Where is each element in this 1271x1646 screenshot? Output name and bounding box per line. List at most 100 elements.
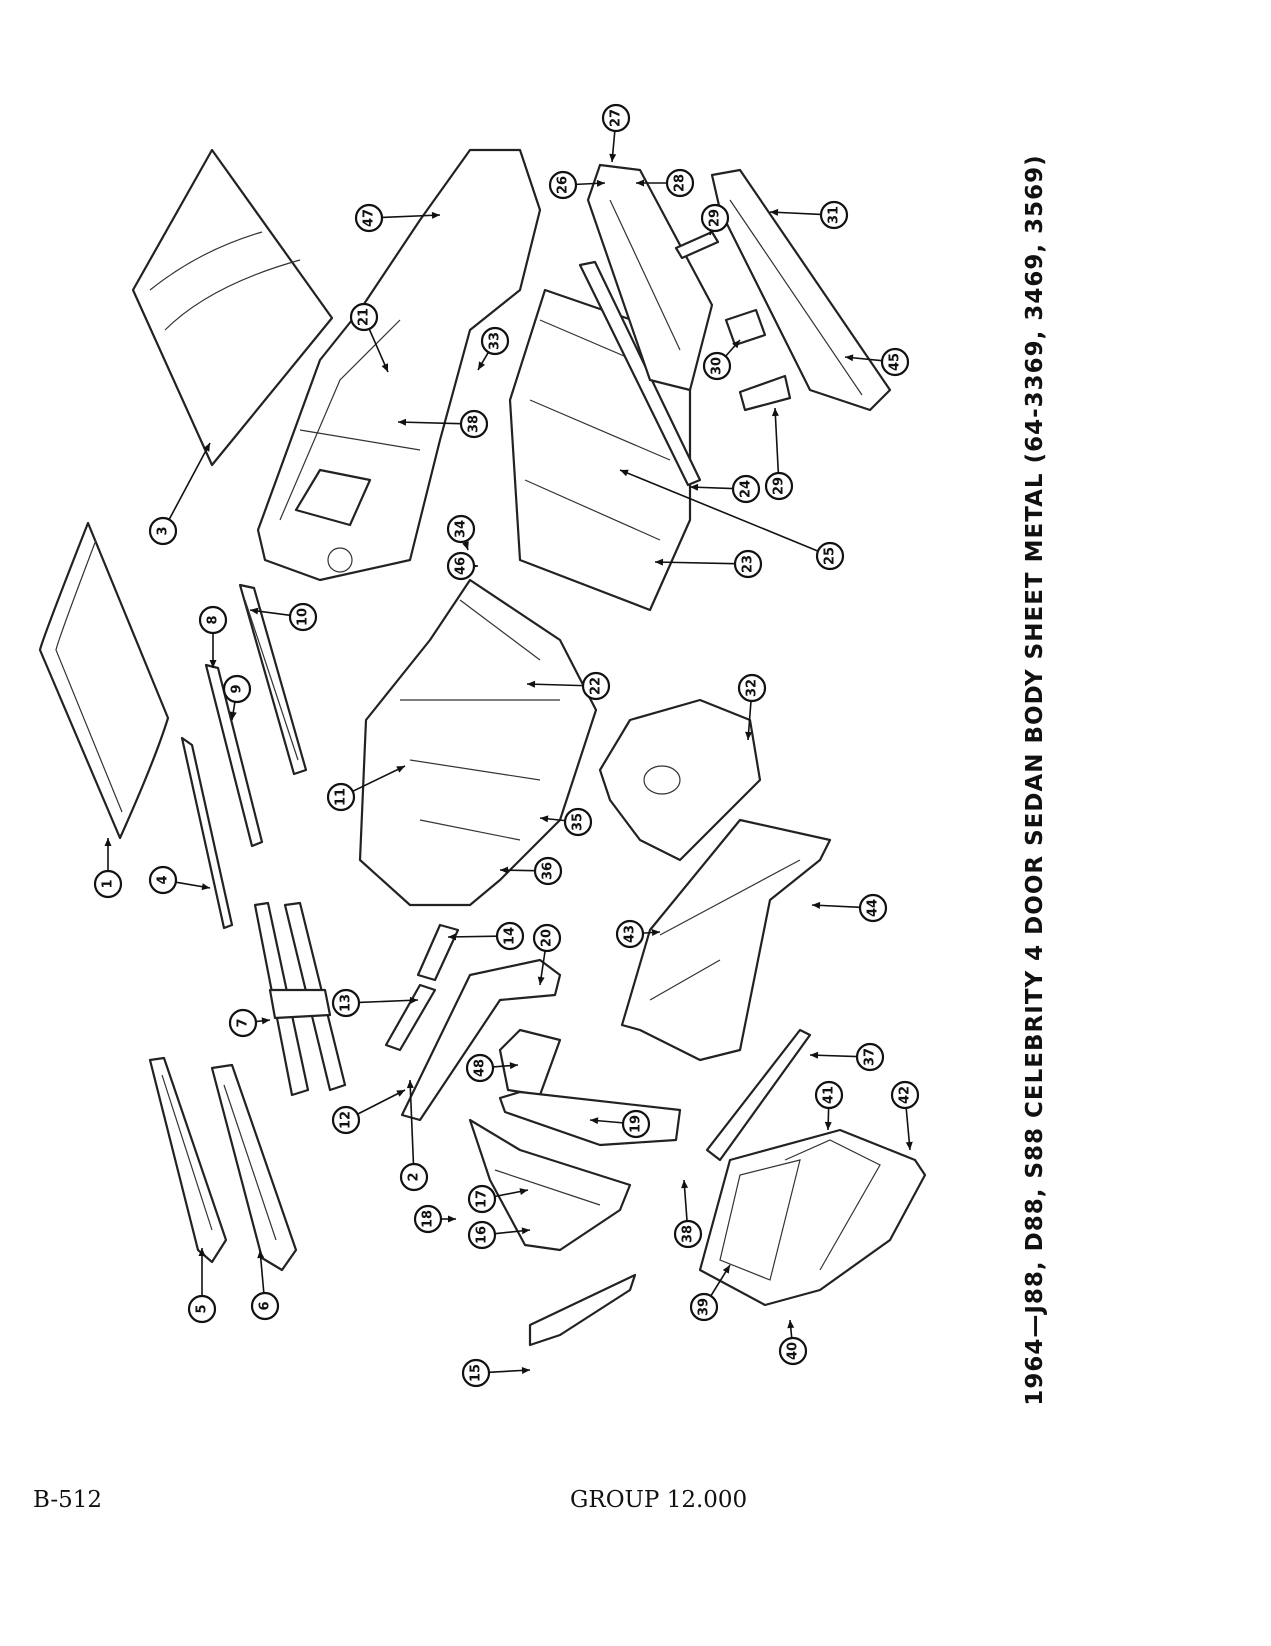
callout-number: 6 <box>258 1301 273 1310</box>
callout-circle <box>467 1220 497 1250</box>
callout-10: 10 <box>288 602 318 632</box>
callout-number: 17 <box>475 1190 490 1208</box>
callout-circle <box>93 869 123 899</box>
callout-24-arrowhead <box>690 483 699 491</box>
callout-31: 31 <box>819 200 849 230</box>
callout-23-arrowhead <box>655 558 664 566</box>
callout-number: 23 <box>741 555 756 573</box>
callout-36-arrowhead <box>500 866 509 874</box>
part-lower-brackets <box>498 1028 682 1147</box>
callout-circle <box>858 893 888 923</box>
callout-5: 5 <box>187 1294 217 1324</box>
callout-18: 18 <box>413 1204 443 1234</box>
callout-number: 45 <box>888 353 903 371</box>
callout-number: 44 <box>866 899 881 917</box>
callout-21-arrowhead <box>381 363 389 372</box>
callout-number: 24 <box>739 480 754 498</box>
callout-27-arrowhead <box>609 153 617 162</box>
callout-14: 14 <box>495 921 525 951</box>
callout-circle <box>563 807 593 837</box>
callout-6: 6 <box>250 1291 280 1321</box>
callout-45: 45 <box>880 347 910 377</box>
callout-38-arrowhead <box>398 418 407 426</box>
callout-41-arrowhead <box>824 1121 832 1130</box>
callout-circle <box>621 1109 651 1139</box>
callout-number: 2 <box>407 1172 422 1181</box>
callout-45-arrowhead <box>845 354 854 362</box>
callout-22-arrowhead <box>527 680 536 688</box>
callout-circle <box>581 671 611 701</box>
part-rocker-panels <box>148 1056 298 1272</box>
callout-number: 38 <box>681 1225 696 1243</box>
callout-33: 33 <box>480 326 510 356</box>
callout-40: 40 <box>778 1336 808 1366</box>
callout-44-leader <box>811 904 861 909</box>
callout-21: 21 <box>349 302 379 332</box>
callout-number: 36 <box>541 862 556 880</box>
callout-23: 23 <box>733 549 763 579</box>
callout-circle <box>413 1204 443 1234</box>
callout-38: 38 <box>673 1219 703 1249</box>
callout-12-arrowhead <box>396 1090 405 1097</box>
callout-number: 10 <box>296 608 311 626</box>
callout-43-arrowhead <box>651 929 660 937</box>
callout-circle <box>461 1358 491 1388</box>
callout-circle <box>733 549 763 579</box>
callout-number: 11 <box>334 788 349 806</box>
callout-circle <box>689 1292 719 1322</box>
callout-15-arrowhead <box>521 1366 530 1374</box>
callout-circle <box>148 865 178 895</box>
callout-4-arrowhead <box>201 883 210 891</box>
callout-number: 9 <box>230 684 245 693</box>
callout-9: 9 <box>222 674 252 704</box>
callout-circle <box>673 1219 703 1249</box>
callout-circle <box>815 541 845 571</box>
callout-19-arrowhead <box>590 1117 599 1125</box>
callout-44-arrowhead <box>812 901 821 909</box>
callout-circle <box>601 103 631 133</box>
callout-number: 32 <box>745 679 760 697</box>
callout-number: 16 <box>475 1226 490 1244</box>
callout-circle <box>880 347 910 377</box>
callout-28-arrowhead <box>636 179 644 187</box>
callout-42-arrowhead <box>905 1141 913 1150</box>
callout-30: 30 <box>702 351 732 381</box>
callout-circle <box>465 1053 495 1083</box>
callout-circle <box>331 1105 361 1135</box>
callout-number: 43 <box>623 925 638 943</box>
callout-11-arrowhead <box>396 766 405 773</box>
callout-circle <box>326 782 356 812</box>
callout-number: 30 <box>710 357 725 375</box>
part-door-inner <box>468 1118 632 1252</box>
callout-20: 20 <box>532 923 562 953</box>
callout-31-arrowhead <box>770 208 779 216</box>
callout-number: 12 <box>339 1111 354 1129</box>
callout-22-leader <box>526 683 584 687</box>
callout-number: 25 <box>823 547 838 565</box>
part-roof-panel <box>38 521 170 840</box>
callout-circle <box>665 168 695 198</box>
part-pillars <box>384 923 562 1122</box>
callout-number: 33 <box>488 332 503 350</box>
callout-7: 7 <box>228 1008 258 1038</box>
callout-6-arrowhead <box>257 1250 265 1259</box>
callout-25-arrowhead <box>620 469 629 477</box>
callout-47-arrowhead <box>431 211 440 219</box>
callout-33-arrowhead <box>478 361 486 370</box>
callout-circle <box>148 516 178 546</box>
callout-2: 2 <box>399 1162 429 1192</box>
page-number: B-512 <box>33 1487 102 1513</box>
diagram-title: 1964—J88, D88, S88 CELEBRITY 4 DOOR SEDA… <box>1022 154 1048 1406</box>
callout-13-leader <box>358 999 419 1004</box>
callout-circle <box>349 302 379 332</box>
callout-number: 1 <box>101 879 116 888</box>
callout-number: 29 <box>772 477 787 495</box>
callout-8-arrowhead <box>209 660 217 668</box>
callout-number: 21 <box>357 308 372 326</box>
callout-40-arrowhead <box>787 1320 795 1329</box>
callout-number: 39 <box>697 1298 712 1316</box>
callout-circle <box>399 1162 429 1192</box>
callout-number: 37 <box>863 1048 878 1066</box>
callout-25-leader <box>619 469 819 552</box>
